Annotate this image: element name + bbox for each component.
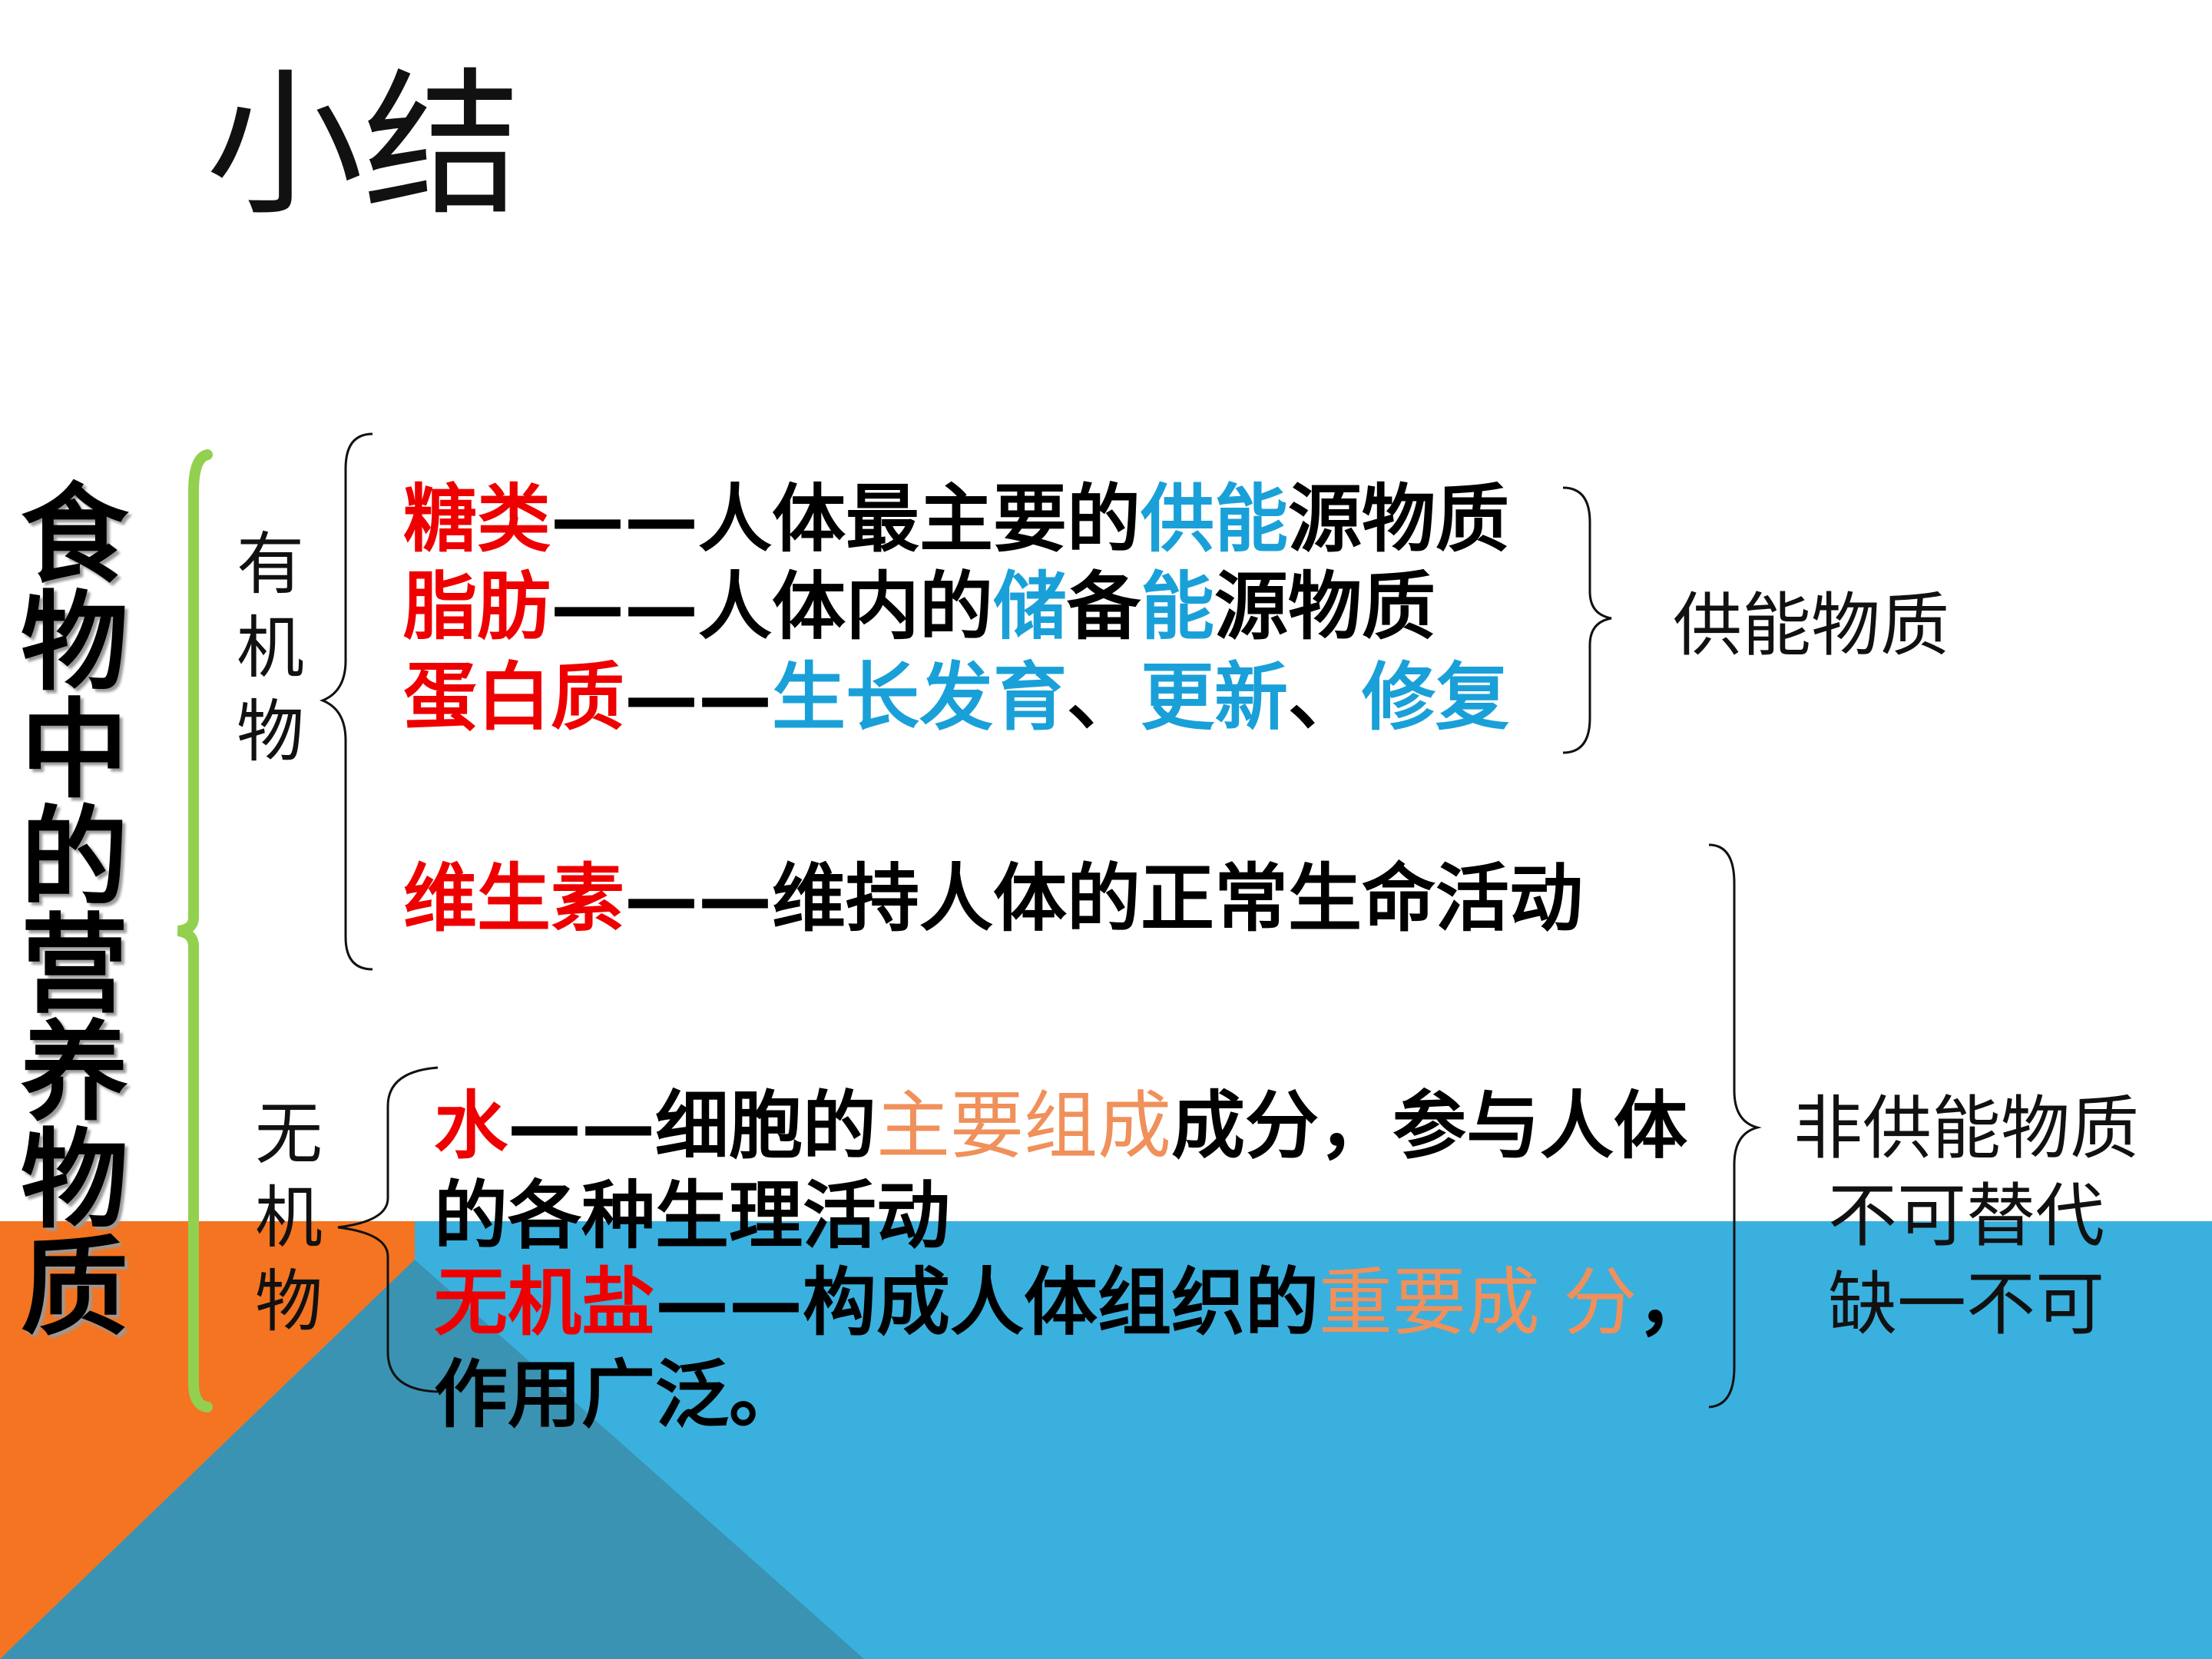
vitamin-text: 维持人体的正常生命活动 [772, 856, 1583, 942]
protein-name: 蛋白质 [403, 654, 624, 740]
organic-char: 有 [236, 525, 304, 604]
vertical-char: 物 [20, 581, 128, 706]
line-salt: 无机盐——构成人体组织的重要成 分， [434, 1266, 1711, 1339]
vertical-char: 物 [20, 1118, 128, 1243]
inorganic-brace [337, 1066, 439, 1393]
vitamin-name: 维生素 [403, 856, 624, 942]
protein-sep: 、 [1067, 654, 1141, 740]
background-orange-block [0, 1221, 415, 1659]
non-energy-label: 非供能物质 不可替代 缺一不可 [1782, 1085, 2151, 1349]
line-salt-2: 作用广泛。 [434, 1352, 803, 1438]
protein-text-b: 更新 [1141, 654, 1288, 740]
salt-text-a: 构成人体组织的 [803, 1260, 1319, 1346]
water-name: 水 [434, 1083, 508, 1169]
fat-name: 脂肪 [403, 564, 551, 650]
non-energy-brace [1708, 843, 1762, 1409]
sugar-text-c: 源物质 [1288, 476, 1509, 562]
salt-text-c: ， [1637, 1260, 1711, 1346]
dash: —— [624, 856, 772, 942]
inorganic-label: 无 机 物 [250, 1092, 327, 1343]
fat-text-e: 源物质 [1214, 564, 1435, 650]
vertical-char: 质 [20, 1226, 128, 1351]
line-vitamin: 维生素——维持人体的正常生命活动 [403, 862, 1583, 935]
non-energy-line: 缺一不可 [1828, 1263, 2104, 1345]
vertical-char: 营 [20, 903, 128, 1028]
line-fat: 脂肪——人体内的储备能源物质 [403, 570, 1435, 644]
vertical-label: 食 物 中 的 营 养 物 质 [17, 482, 132, 1343]
inorganic-char: 无 [254, 1094, 323, 1174]
line-protein: 蛋白质——生长发育、更新、修复 [403, 661, 1509, 734]
organic-char: 机 [236, 608, 304, 688]
salt-text-b: 重要成 分 [1319, 1260, 1637, 1346]
dash: —— [624, 654, 772, 740]
water-text-a: 细胞的 [655, 1083, 876, 1169]
page-title: 小结 [206, 55, 521, 237]
organic-char: 物 [236, 692, 304, 772]
fat-text-d: 能 [1141, 564, 1214, 650]
fat-text-b: 储 [993, 564, 1067, 650]
inorganic-char: 机 [254, 1178, 323, 1258]
green-brace [177, 449, 213, 1412]
protein-text-c: 修复 [1362, 654, 1509, 740]
energy-brace [1562, 486, 1612, 754]
vertical-char: 食 [20, 473, 128, 598]
salt-name: 无机盐 [434, 1260, 655, 1346]
vertical-char: 中 [20, 688, 128, 813]
fat-text-a: 人体内的 [698, 564, 993, 650]
water-text-b: 主要组成 [876, 1083, 1171, 1169]
fat-text-c: 备 [1067, 564, 1141, 650]
sugar-text-a: 人体最主要的 [698, 476, 1141, 562]
non-energy-line: 非供能物质 [1793, 1088, 2139, 1169]
protein-text-a: 生长发育 [772, 654, 1067, 740]
inorganic-char: 物 [254, 1262, 323, 1342]
protein-sep: 、 [1288, 654, 1362, 740]
energy-label: 供能物质 [1673, 585, 1949, 666]
non-energy-line: 不可替代 [1828, 1176, 2104, 1257]
dash: —— [551, 564, 698, 650]
dash: —— [655, 1260, 803, 1346]
background-teal-triangle [0, 1260, 864, 1659]
sugar-name: 糖类 [403, 476, 551, 562]
dash: —— [551, 476, 698, 562]
vertical-char: 的 [20, 796, 128, 921]
dash: —— [508, 1083, 655, 1169]
sugar-text-b: 供能 [1141, 476, 1288, 562]
organic-brace [319, 432, 373, 971]
vertical-char: 养 [20, 1011, 128, 1136]
line-water: 水——细胞的主要组成成分，参与人体 [434, 1089, 1687, 1163]
line-sugar: 糖类——人体最主要的供能源物质 [403, 482, 1509, 556]
organic-label: 有 机 物 [232, 522, 309, 773]
line-water-2: 的各种生理活动 [434, 1173, 950, 1259]
water-text-c: 成分，参与人体 [1171, 1083, 1687, 1169]
